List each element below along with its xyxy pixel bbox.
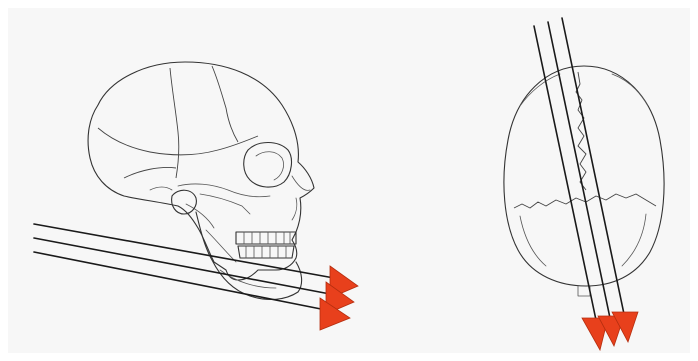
arrow-shaft-3: [34, 252, 326, 310]
lateral-skull: [88, 62, 314, 299]
lateral-arrows: [34, 224, 358, 330]
superior-arrows: [534, 18, 638, 350]
arrow-shaft-6: [562, 18, 624, 314]
